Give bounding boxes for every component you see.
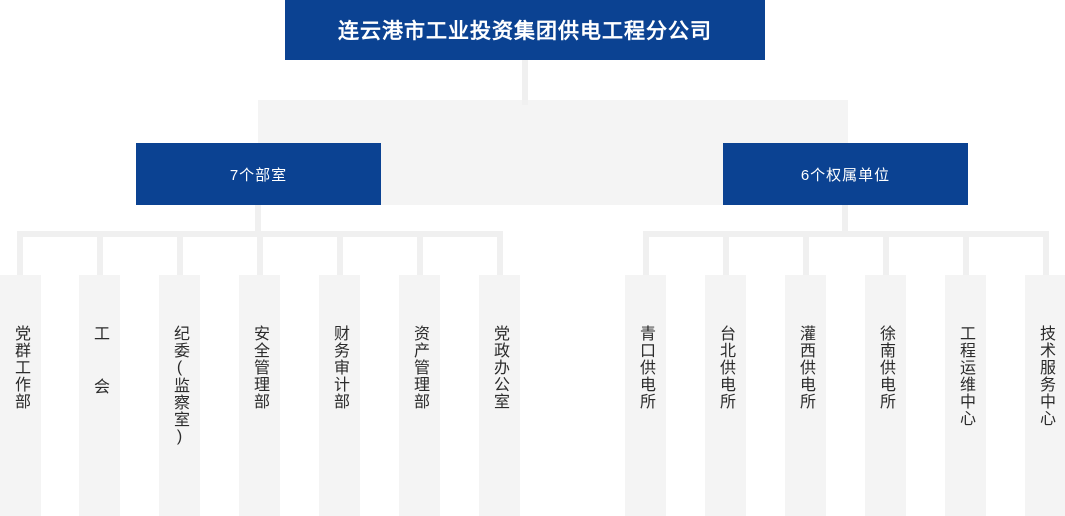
connector-right-drop-5 bbox=[963, 231, 969, 277]
leaf-node-department-7[interactable]: 党政办公室 bbox=[479, 275, 520, 516]
root-node[interactable]: 连云港市工业投资集团供电工程分公司 bbox=[285, 0, 765, 60]
connector-right-drop-2 bbox=[723, 231, 729, 277]
leaf-node-department-2[interactable]: 工 会 bbox=[79, 275, 120, 516]
leaf-label: 财务审计部 bbox=[331, 325, 349, 410]
leaf-label: 党群工作部 bbox=[12, 325, 30, 410]
leaf-label: 工 会 bbox=[91, 325, 109, 395]
leaf-node-unit-6[interactable]: 技术服务中心 bbox=[1025, 275, 1065, 516]
connector-right-drop-4 bbox=[883, 231, 889, 277]
leaf-node-unit-1[interactable]: 青口供电所 bbox=[625, 275, 666, 516]
connector-left-branch-stem bbox=[255, 205, 261, 237]
leaf-node-unit-5[interactable]: 工程运维中心 bbox=[945, 275, 986, 516]
leaf-node-department-4[interactable]: 安全管理部 bbox=[239, 275, 280, 516]
connector-left-drop-2 bbox=[97, 231, 103, 277]
branch-node-departments[interactable]: 7个部室 bbox=[136, 143, 381, 205]
connector-left-drop-3 bbox=[177, 231, 183, 277]
leaf-label: 灌西供电所 bbox=[797, 325, 815, 410]
leaf-node-department-1[interactable]: 党群工作部 bbox=[0, 275, 41, 516]
connector-right-busbar bbox=[643, 231, 1049, 237]
leaf-node-unit-3[interactable]: 灌西供电所 bbox=[785, 275, 826, 516]
connector-right-drop-6 bbox=[1043, 231, 1049, 277]
connector-left-drop-6 bbox=[417, 231, 423, 277]
connector-left-drop-1 bbox=[17, 231, 23, 277]
leaf-label: 青口供电所 bbox=[637, 325, 655, 410]
leaf-label: 徐南供电所 bbox=[877, 325, 895, 410]
leaf-label: 资产管理部 bbox=[411, 325, 429, 410]
leaf-label: 党政办公室 bbox=[491, 325, 509, 410]
connector-root-stem bbox=[522, 60, 528, 105]
connector-left-drop-7 bbox=[497, 231, 503, 277]
connector-right-drop-3 bbox=[803, 231, 809, 277]
leaf-label: 纪委(监察室) bbox=[171, 325, 189, 446]
leaf-label: 台北供电所 bbox=[717, 325, 735, 410]
leaf-label: 技术服务中心 bbox=[1037, 325, 1055, 427]
leaf-label: 安全管理部 bbox=[251, 325, 269, 410]
connector-left-drop-5 bbox=[337, 231, 343, 277]
leaf-node-department-6[interactable]: 资产管理部 bbox=[399, 275, 440, 516]
branch-node-affiliated-units[interactable]: 6个权属单位 bbox=[723, 143, 968, 205]
leaf-node-department-3[interactable]: 纪委(监察室) bbox=[159, 275, 200, 516]
connector-right-branch-stem bbox=[842, 205, 848, 237]
leaf-label: 工程运维中心 bbox=[957, 325, 975, 427]
leaf-node-unit-4[interactable]: 徐南供电所 bbox=[865, 275, 906, 516]
leaf-node-unit-2[interactable]: 台北供电所 bbox=[705, 275, 746, 516]
connector-left-drop-4 bbox=[257, 231, 263, 277]
connector-right-drop-1 bbox=[643, 231, 649, 277]
leaf-node-department-5[interactable]: 财务审计部 bbox=[319, 275, 360, 516]
